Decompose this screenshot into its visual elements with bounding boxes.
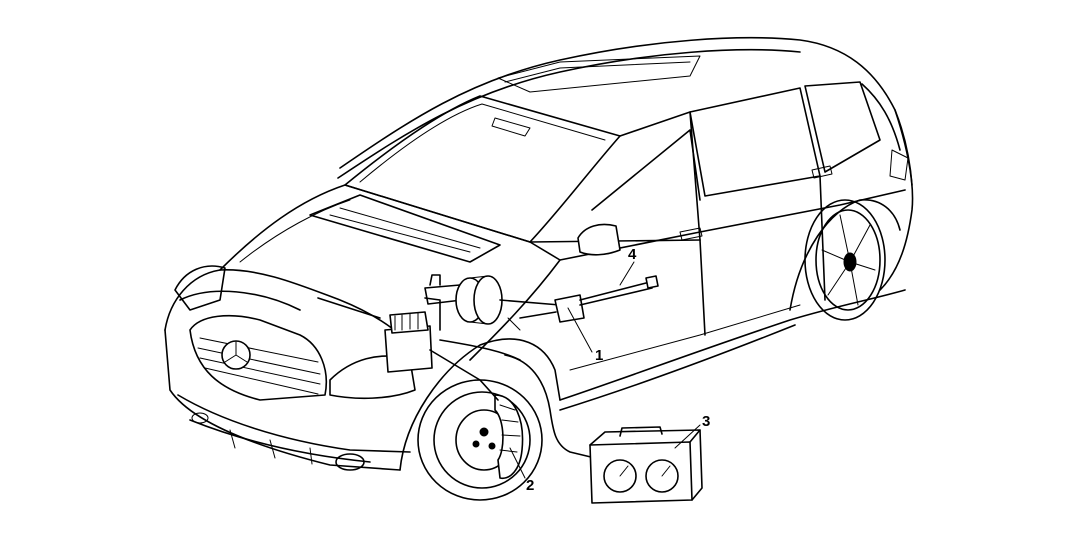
callout-2: 2: [526, 477, 534, 494]
callout-labels: 1 2 3 4: [526, 246, 710, 494]
grille: [189, 314, 327, 401]
pressure-tester: [589, 426, 703, 504]
headlight-left: [174, 265, 226, 311]
sunroof: [497, 55, 701, 93]
callout-leaders: [509, 261, 701, 479]
side-window-front: [689, 87, 821, 197]
brake-system: [317, 274, 659, 459]
pedal-travel-sensor: [554, 294, 585, 323]
brake-caliper: [494, 394, 524, 479]
callout-3: 3: [702, 413, 710, 430]
headlight-right: [329, 355, 416, 400]
rear-wheel: [804, 199, 886, 321]
windshield: [344, 95, 621, 243]
side-mirror: [577, 223, 621, 256]
front-wheel: [417, 379, 543, 501]
car-body: [164, 36, 914, 471]
fog-light: [335, 453, 365, 471]
side-window-rear: [804, 81, 881, 173]
callout-1: 1: [595, 347, 603, 364]
callout-4: 4: [628, 246, 637, 263]
